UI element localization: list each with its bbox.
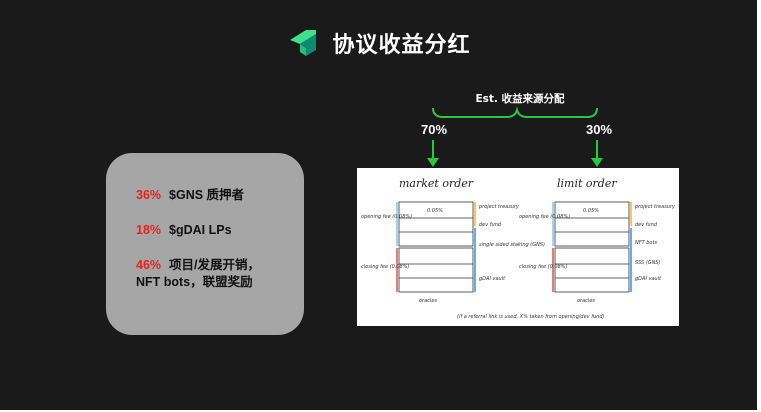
left-opening-box [398,201,474,247]
whiteboard-footnote: (if a referral link is used, X% taken fr… [457,314,605,320]
right-opening-fee-label: opening fee (0.08%) [519,214,570,220]
right-fee-split: 0.05% [583,208,599,214]
estimate-label: Est. 收益来源分配 [475,93,565,105]
left-arrow-head [427,158,439,167]
right-output-5: gDAI vault [635,276,662,282]
breakdown-percent: 46% [136,258,162,272]
right-output-2: dev fund [635,222,658,228]
right-closing-box [554,247,630,293]
right-output-1: project treasury [634,204,676,210]
right-output-3: NFT bots [635,240,657,246]
limit-order-heading: limit order [557,177,617,190]
right-footer: oracles [577,298,595,304]
right-share: 30% [586,122,613,137]
page-title: 协议收益分红 [332,33,471,58]
left-output-1: project treasury [478,204,520,210]
right-opening-box [554,201,630,247]
logo-icon [290,30,317,56]
left-share: 70% [421,122,448,137]
left-opening-fee-label: opening fee (0.08%) [361,214,412,220]
breakdown-percent: 18% [136,223,162,237]
whiteboard-sketch: opening fee (0.08%) closing fee (0.08%) … [361,201,676,320]
left-output-4: gDAI vault [479,276,506,282]
breakdown-percent: 36% [136,188,162,202]
breakdown-row: 36% $GNS 质押者 [136,187,304,204]
left-output-3: single sided staking (GNS) [479,242,545,248]
breakdown-text: 项目/发展开销，NFT bots，联盟奖励 [136,258,261,289]
left-output-2: dev fund [479,222,502,228]
title-row: 协议收益分红 [0,26,757,60]
breakdown-text: $gDAI LPs [169,223,232,237]
right-output-4: SSS (GNS) [635,260,660,266]
left-footer: oracles [419,298,437,304]
whiteboard-diagram: market order limit order [357,168,679,326]
left-closing-fee-label: closing fee (0.08%) [361,264,409,270]
revenue-breakdown-panel: 36% $GNS 质押者 18% $gDAI LPs 46%项目/发展开销，NFT … [106,153,304,335]
breakdown-row: 46%项目/发展开销，NFT bots，联盟奖励 [136,257,304,291]
right-closing-fee-label: closing fee (0.08%) [519,264,567,270]
market-order-heading: market order [399,177,474,190]
split-brace [432,106,598,118]
breakdown-row: 18% $gDAI LPs [136,222,304,239]
breakdown-text: $GNS 质押者 [169,188,245,202]
right-arrow-head [591,158,603,167]
left-fee-split: 0.05% [427,208,443,214]
left-closing-box [398,247,474,293]
